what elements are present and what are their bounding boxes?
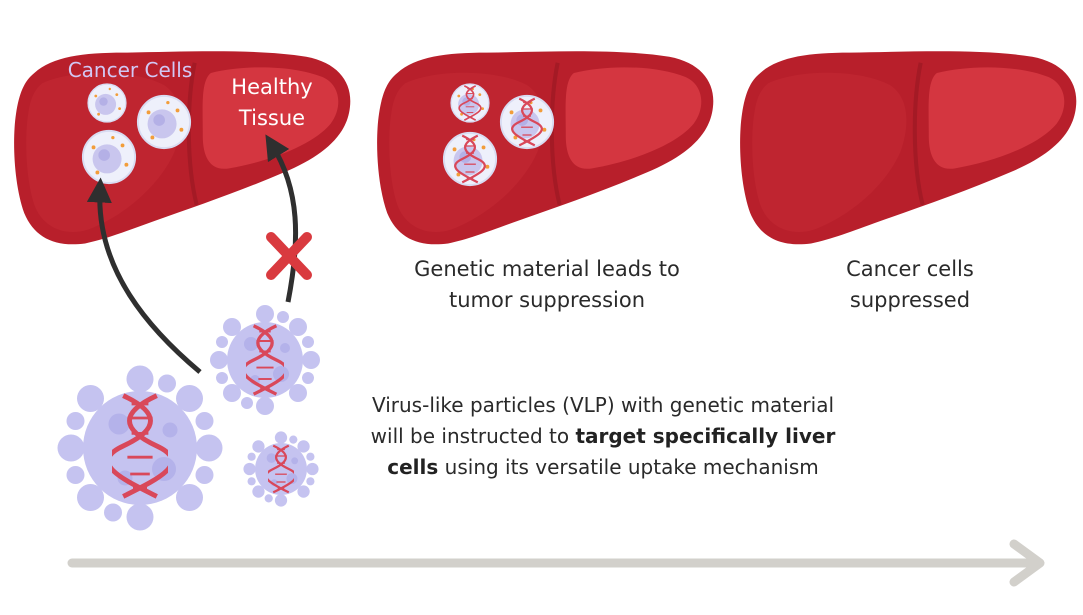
step2-caption-line2: tumor suppression — [448, 288, 646, 312]
vlp-description-line3-bold: cells — [387, 455, 439, 479]
step3-caption-line1: Cancer cells — [846, 257, 974, 281]
vlp-description-line3: cells using its versatile uptake mechani… — [318, 452, 888, 483]
step2-caption-line1: Genetic material leads to — [414, 257, 680, 281]
step3-caption: Cancer cells suppressed — [760, 254, 1060, 316]
virus-particle-small — [243, 431, 319, 507]
arrow-to-cancer-cells — [86, 177, 202, 374]
vlp-description-line2-bold: target specifically liver — [575, 424, 836, 448]
cancer-cell — [136, 94, 192, 150]
vlp-description-line2: will be instructed to target specificall… — [318, 421, 888, 452]
virus-particle-large — [57, 365, 223, 531]
vlp-description-line3-plain: using its versatile uptake mechanism — [438, 455, 819, 479]
step3-caption-line2: suppressed — [849, 288, 971, 312]
virus-particle-medium — [210, 305, 320, 415]
arrow-to-healthy-tissue — [265, 134, 299, 303]
step2-caption: Genetic material leads to tumor suppress… — [372, 254, 722, 316]
cross-icon — [266, 232, 312, 280]
healthy-tissue-label-line2: Tissue — [238, 106, 305, 130]
vlp-description: Virus-like particles (VLP) with genetic … — [318, 390, 888, 483]
cancer-cells-label: Cancer Cells — [68, 58, 193, 82]
liver-healthy — [740, 51, 1076, 244]
healthy-tissue-label-line1: Healthy — [231, 75, 312, 99]
vlp-description-line2-plain: will be instructed to — [370, 424, 576, 448]
liver-with-genetic-material — [377, 51, 713, 244]
cancer-cell — [87, 83, 127, 123]
vlp-description-line1: Virus-like particles (VLP) with genetic … — [371, 393, 835, 417]
arrow-right-icon — [67, 539, 1045, 587]
cancer-cell — [81, 129, 137, 185]
